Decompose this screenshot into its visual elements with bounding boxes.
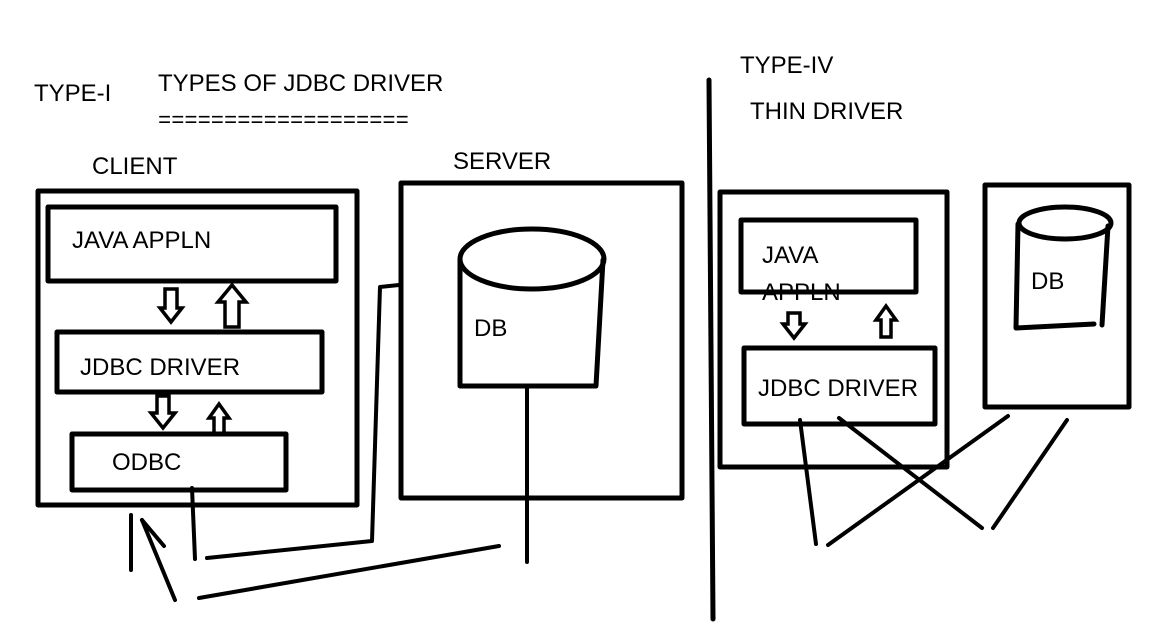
type-divider-line <box>706 77 716 622</box>
type-one-down-arrow-icon <box>156 287 186 325</box>
type-four-java-appln-box <box>738 217 919 295</box>
type-four-jdbc-driver-box <box>741 345 938 427</box>
type-four-label: TYPE-IV <box>740 52 833 79</box>
type-one-java-appln-label: JAVA APPLN <box>72 227 211 254</box>
type-four-java-appln-label-line1: JAVA <box>762 242 818 269</box>
diagram-title: TYPES OF JDBC DRIVER <box>158 70 443 97</box>
server-label: SERVER <box>453 148 551 175</box>
title-underline: =================== <box>158 109 409 134</box>
type-four-up-arrow-icon <box>872 302 900 339</box>
type-one-jdbc-driver-label: JDBC DRIVER <box>80 354 240 381</box>
type-four-server-box <box>982 182 1132 410</box>
client-label: CLIENT <box>92 153 178 180</box>
thin-driver-label: THIN DRIVER <box>750 98 903 125</box>
type-one-connection-lines <box>129 283 529 602</box>
type-one-up-arrow-2-icon <box>205 400 233 436</box>
type-one-server-box <box>398 180 685 501</box>
type-one-client-box <box>35 188 360 508</box>
type-four-db-label: DB <box>1031 268 1064 295</box>
type-one-label: TYPE-I <box>34 80 111 107</box>
type-one-java-appln-box <box>45 204 339 284</box>
type-four-connection-lines <box>798 414 1069 547</box>
type-four-db-cylinder <box>1013 204 1114 331</box>
type-one-db-cylinder <box>457 226 607 389</box>
type-one-odbc-label: ODBC <box>112 449 181 476</box>
type-four-client-box <box>717 189 950 470</box>
type-one-db-label: DB <box>474 315 507 342</box>
type-four-down-arrow-icon <box>779 311 809 341</box>
type-one-jdbc-driver-box <box>54 329 325 395</box>
type-four-java-appln-label-line2: APPLN <box>762 279 841 306</box>
type-one-down-arrow-2-icon <box>147 394 179 431</box>
type-four-jdbc-driver-label: JDBC DRIVER <box>758 375 918 402</box>
type-one-up-arrow-icon <box>214 282 250 329</box>
type-one-odbc-box <box>69 431 289 493</box>
